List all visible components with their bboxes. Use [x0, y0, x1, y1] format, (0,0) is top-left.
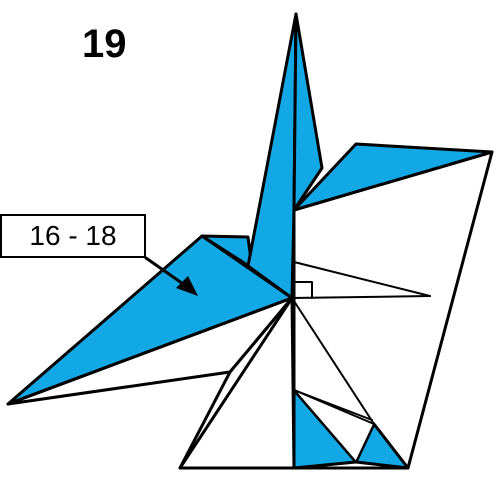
step-number: 19	[82, 22, 127, 66]
fold-line-bottom	[293, 389, 373, 421]
top-right-colored-flap	[292, 142, 494, 212]
right-angle-marker	[293, 281, 313, 299]
reference-steps-box: 16 - 18	[0, 214, 146, 258]
fold-line-upper-diagonal	[293, 261, 431, 297]
mast-colored-right	[292, 12, 324, 212]
bottom-white-triangle	[293, 389, 375, 463]
fold-line-wing	[6, 296, 294, 406]
fold-line-lower	[178, 296, 294, 470]
mast-colored-left	[246, 12, 298, 300]
pointer-arrow-shaft	[144, 256, 188, 288]
reference-steps-label: 16 - 18	[29, 220, 117, 251]
fold-line-lower-diagonal	[291, 297, 375, 425]
fold-line-horizontal	[291, 295, 431, 299]
pointer-arrow-head	[176, 276, 198, 296]
